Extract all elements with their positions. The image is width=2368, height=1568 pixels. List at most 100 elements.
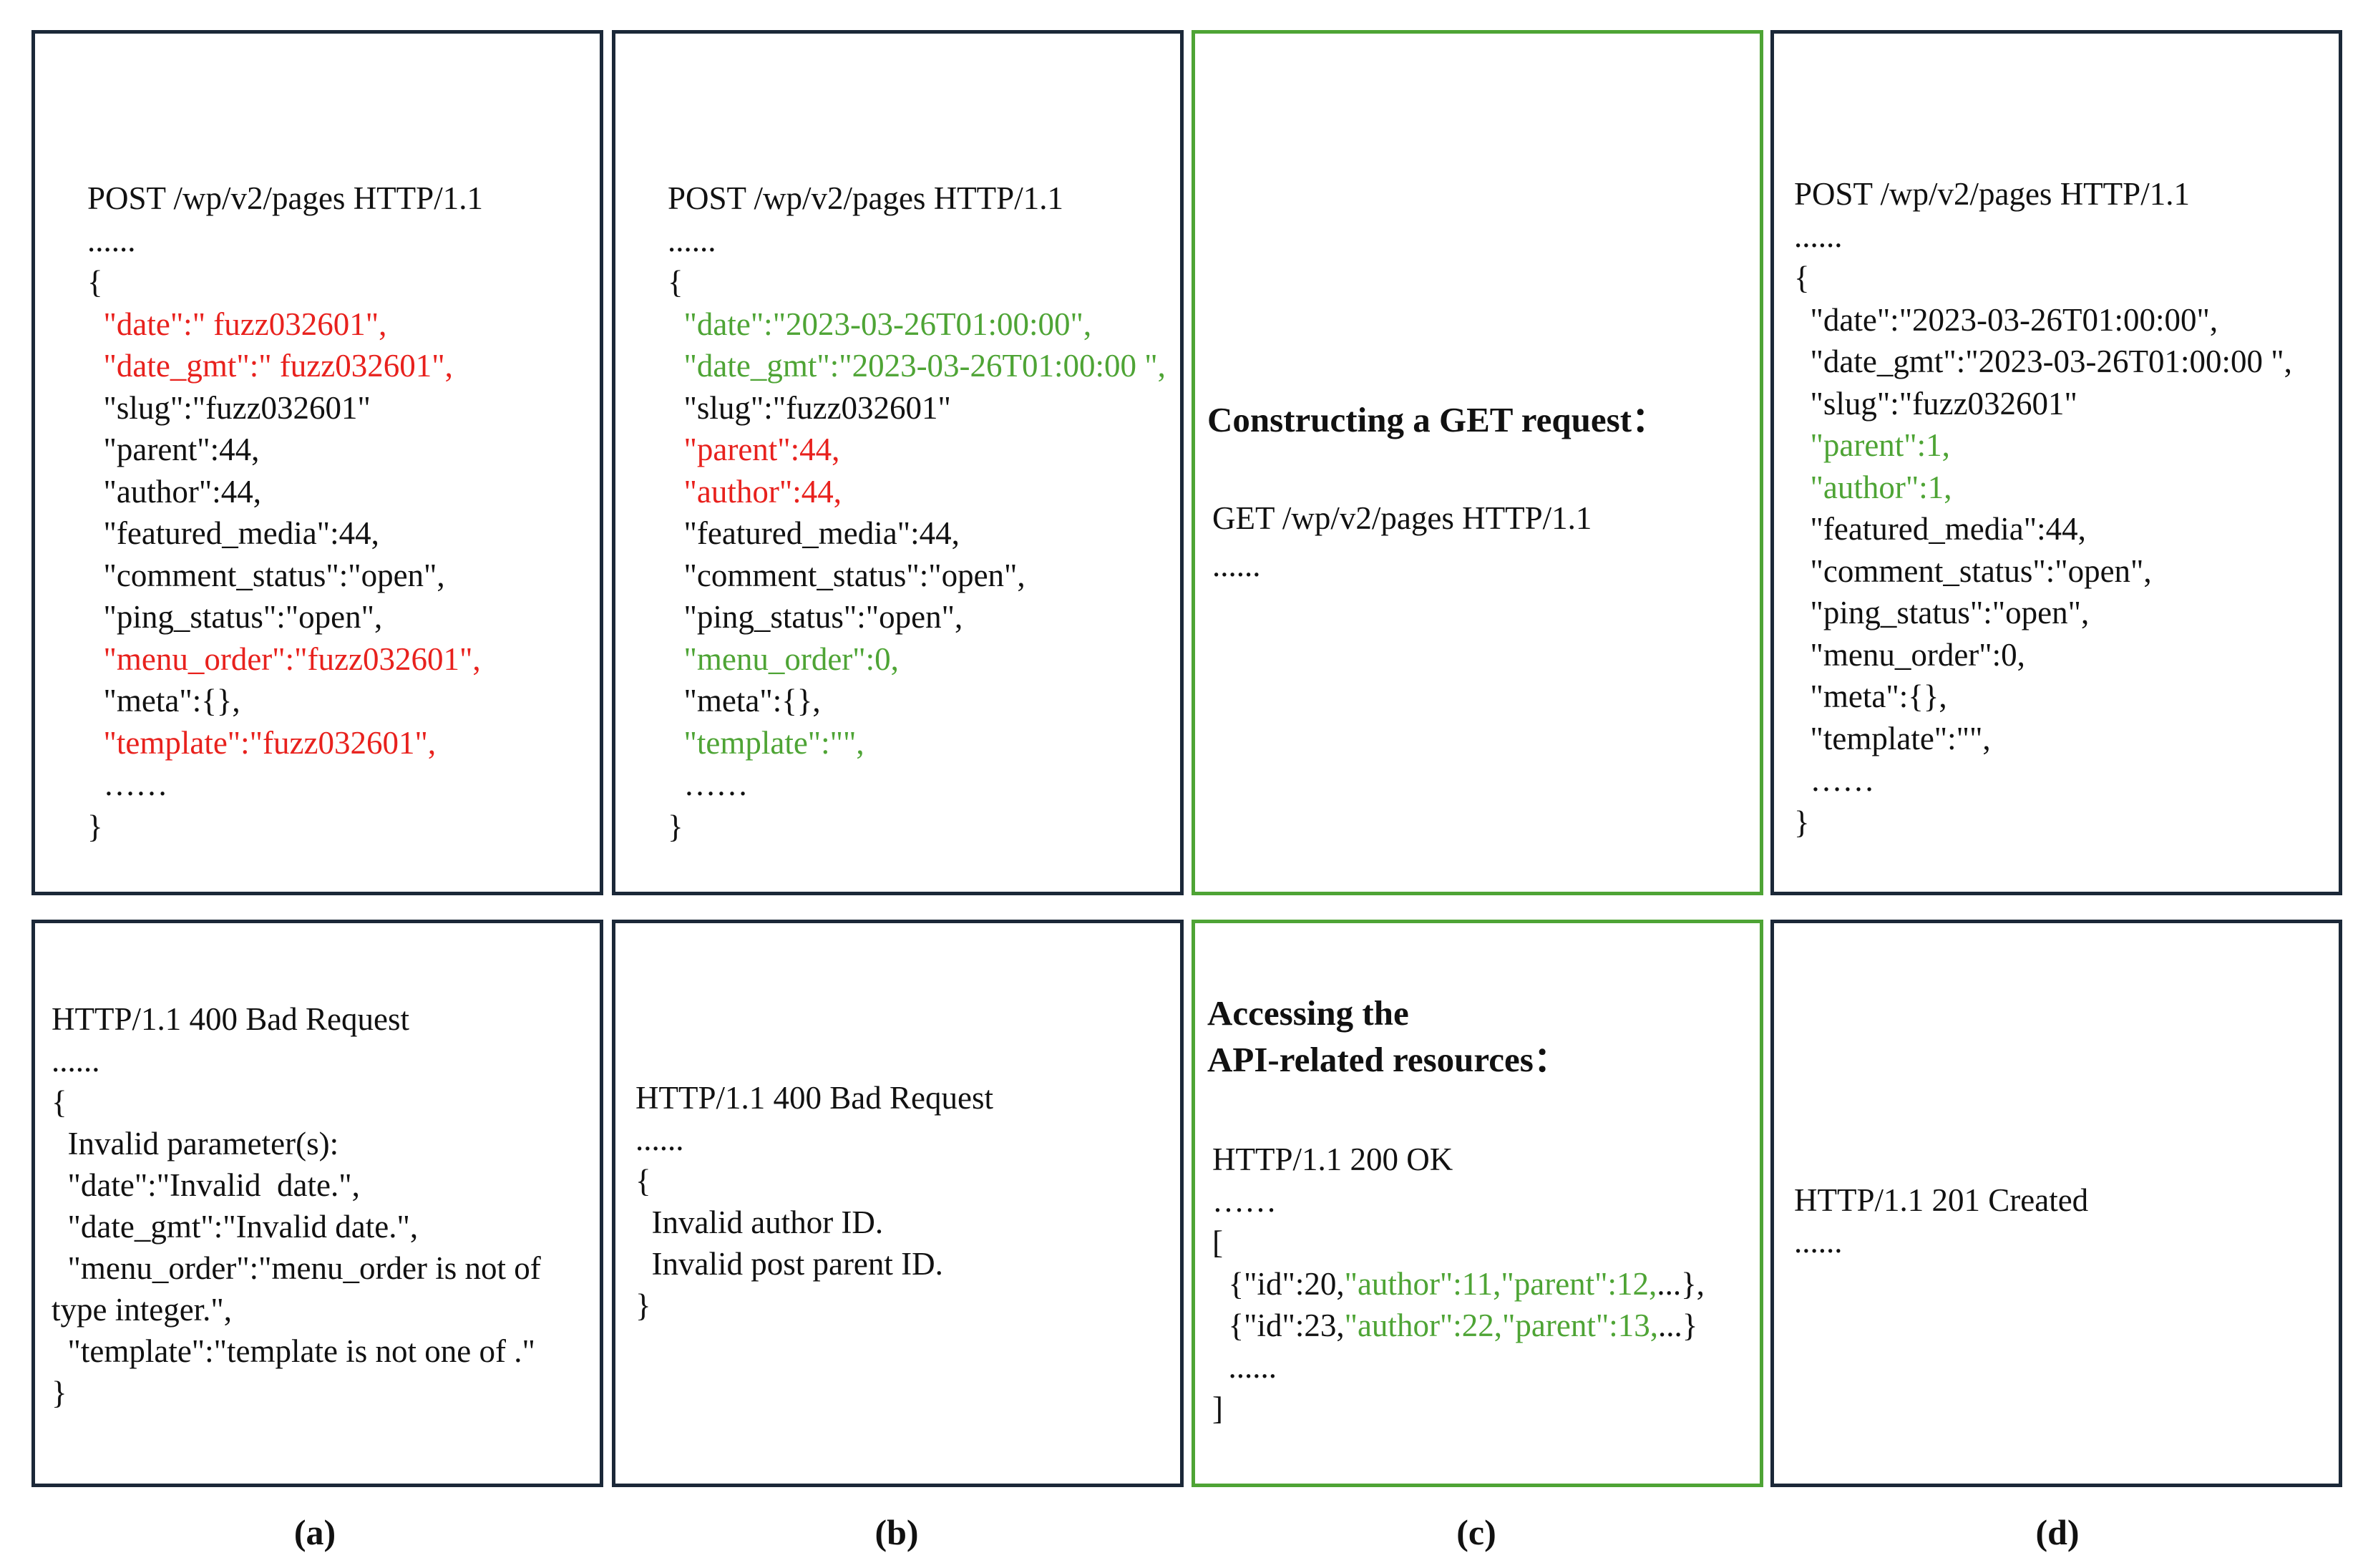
valid-field: "parent":1, [1794,427,1950,463]
code-line: } [52,1377,67,1409]
caption-c: (c) [1456,1512,1496,1552]
get-request-heading: Constructing a GET request： [1207,400,1667,439]
valid-field: "author":1, [1794,469,1952,505]
code-line: HTTP/1.1 400 Bad Request [52,1003,409,1036]
code-line: GET /wp/v2/pages HTTP/1.1 [1212,502,1592,535]
code-line: "date_gmt":"Invalid date.", [52,1209,419,1245]
code-text: "ping_status":"open", [1794,595,2090,630]
panel-c-get-request: Constructing a GET request： GET /wp/v2/p… [1192,30,1763,895]
code-line: } [635,1290,651,1322]
code-line: ...... [52,1045,100,1077]
code-line: { [668,266,683,298]
code-text: "menu_order":0, [1794,636,2025,673]
code-line: type integer.", [52,1294,232,1326]
code-line: POST /wp/v2/pages HTTP/1.1 [87,182,483,215]
code-line: "ping_status":"open", [87,601,383,633]
code-text: HTTP/1.1 400 Bad Request [52,1001,409,1037]
code-line: POST /wp/v2/pages HTTP/1.1 [668,182,1063,215]
code-line: { [635,1165,651,1197]
code-line: "featured_media":44, [87,517,379,550]
code-text: HTTP/1.1 200 OK [1212,1141,1453,1177]
code-text: GET /wp/v2/pages HTTP/1.1 [1212,500,1592,536]
code-text: HTTP/1.1 201 Created [1794,1182,2089,1218]
code-line: "template":"template is not one of ." [52,1335,535,1368]
code-text: { [668,264,683,300]
code-line: …… [1212,1185,1277,1217]
error-field: "author":44, [668,473,842,510]
code-text: "featured_media":44, [668,515,960,551]
code-line: "author":1, [1794,469,1952,505]
code-line: Invalid parameter(s): [52,1128,339,1160]
resources-heading-line1: Accessing the [1207,993,1409,1033]
code-text: "meta":{}, [668,683,821,719]
code-text: "meta":{}, [1794,678,1947,714]
code-line: ...... [1212,550,1261,582]
code-line: ] [1212,1393,1223,1425]
code-line: …… [1794,764,1875,797]
code-text: Invalid post parent ID. [635,1246,943,1282]
code-text: { [1794,260,1810,296]
panel-a-response: HTTP/1.1 400 Bad Request...... { Invalid … [31,920,603,1487]
code-line: ...... [668,224,716,257]
caption-d: (d) [2035,1512,2080,1552]
code-text: "date_gmt":"2023-03-26T01:00:00 ", [1794,344,2292,379]
code-text: "slug":"fuzz032601" [1794,385,2077,422]
code-text: …… [87,766,168,802]
code-line: …… [668,769,749,801]
panel-b-request: POST /wp/v2/pages HTTP/1.1......{ "date"… [612,30,1184,895]
code-line: "meta":{}, [87,685,240,717]
code-text: "menu_order":"menu_order is not of [52,1250,541,1286]
code-line: "featured_media":44, [668,517,960,550]
code-line: "slug":"fuzz032601" [87,391,371,424]
code-text: "date_gmt":"Invalid date.", [52,1209,419,1245]
code-line: "parent":44, [87,434,260,466]
code-text: "date":"Invalid date.", [52,1167,360,1203]
code-text: "comment_status":"open", [668,557,1025,593]
code-line: HTTP/1.1 400 Bad Request [635,1082,993,1114]
code-text: "date":"2023-03-26T01:00:00", [1794,301,2218,338]
code-text: { [52,1084,67,1120]
code-text: "author":44, [87,473,261,510]
code-text: …… [1794,762,1875,798]
code-text: ...... [87,222,136,258]
code-line: "template":"", [668,726,864,759]
code-line: ...... [1794,1226,1843,1258]
code-line: } [87,808,103,844]
code-text: "comment_status":"open", [1794,552,2152,589]
code-line: "date":"Invalid date.", [52,1169,360,1202]
code-text: "slug":"fuzz032601" [668,389,951,426]
code-text: HTTP/1.1 400 Bad Request [635,1080,993,1116]
code-text: ] [1212,1391,1223,1426]
code-text: …… [1212,1183,1277,1219]
code-text: } [1794,804,1810,840]
code-text: ...... [1794,218,1843,254]
panel-b-response: HTTP/1.1 400 Bad Request......{ Invalid … [612,920,1184,1487]
code-text: ...}, [1657,1266,1705,1302]
code-line: "parent":1, [1794,429,1950,462]
valid-field: "author":11,"parent":12, [1344,1266,1657,1302]
code-line: "comment_status":"open", [1794,555,2152,588]
code-text: …… [668,766,749,802]
code-line: "template":"", [1794,720,1991,756]
panel-a-request: POST /wp/v2/pages HTTP/1.1...... { "date"… [31,30,603,895]
code-text: { [87,264,103,300]
code-line: "menu_order":0, [1794,636,2025,673]
code-line: "author":44, [668,473,842,510]
caption-a: (a) [293,1512,336,1552]
code-text: POST /wp/v2/pages HTTP/1.1 [1794,176,2190,212]
code-line: "date":" fuzz032601", [87,308,387,341]
code-text: "template":"template is not one of ." [52,1333,535,1369]
code-line: "menu_order":"menu_order is not of [52,1252,541,1285]
code-text: "template":"", [1794,720,1991,756]
code-text: POST /wp/v2/pages HTTP/1.1 [87,180,483,216]
code-line: Invalid post parent ID. [635,1248,943,1280]
code-line: ...... [1212,1351,1277,1383]
code-text: } [87,808,103,844]
code-text: "ping_status":"open", [668,599,963,635]
code-line: "ping_status":"open", [668,601,963,633]
code-line: HTTP/1.1 201 Created [1794,1184,2088,1217]
code-line: "meta":{}, [1794,681,1947,713]
code-line: { [1794,262,1810,294]
code-text: ...... [1212,547,1261,583]
code-line: "featured_media":44, [1794,513,2086,545]
